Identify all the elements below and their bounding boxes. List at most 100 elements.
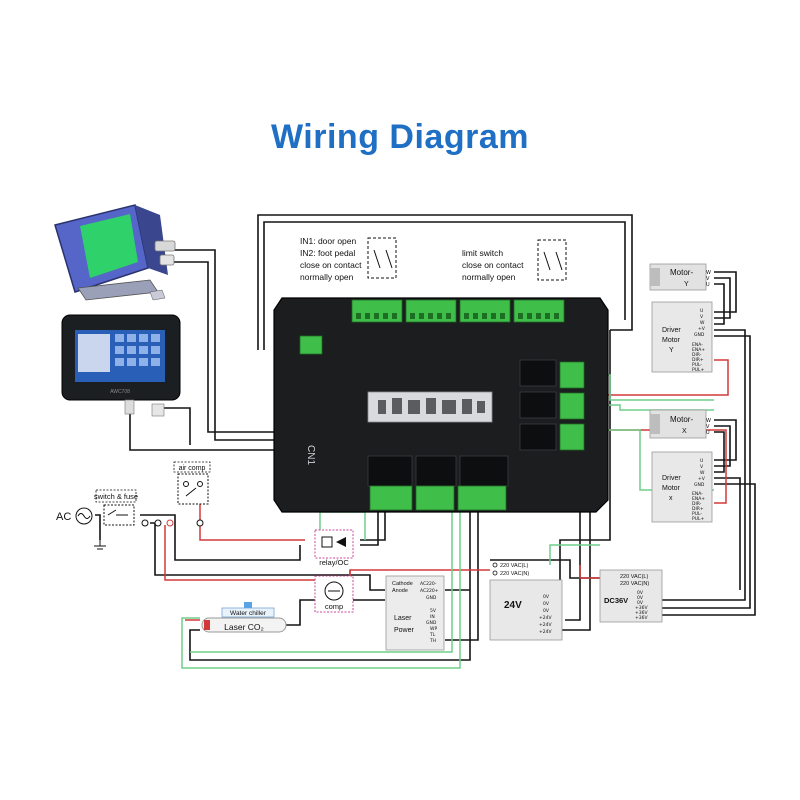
driver-y-top-pin: GND [694, 332, 705, 338]
relay-oc: relay/OC [314, 529, 354, 567]
air-comp: air comp [173, 461, 211, 527]
panel-cable-plug [124, 399, 135, 415]
relay-body [314, 529, 354, 559]
cn1-label: CN1 [305, 445, 316, 465]
driver-x-bottom-pin: DIR- [692, 501, 702, 507]
motor-y-pin-v: V [706, 276, 710, 282]
laser-tube-label: Laser CO₂ [224, 622, 264, 632]
motor-y-pin-u: U [706, 282, 710, 288]
driver-x-label1: Driver [662, 475, 681, 482]
comp-label: comp [325, 602, 343, 611]
bottom-terminals [369, 485, 507, 511]
psu24-output-pin: 0V [543, 608, 550, 614]
limit-note: limit switch close on contact normally o… [462, 248, 524, 282]
driver-y: Driver Motor Y U V W +V GND ENA- ENA+ DI… [651, 301, 713, 373]
driver-y-bottom-pin: DIR+ [692, 357, 704, 363]
driver-x-bottom-pin: ENA- [692, 491, 703, 497]
label-plate-marks [378, 398, 485, 414]
usb-cable [154, 240, 176, 252]
laser-power: Cathode Anode AC220- AC220+ GND Laser Po… [385, 575, 445, 651]
air-comp-switch [177, 473, 209, 505]
driver-x-label3: x [669, 495, 673, 502]
psu36-input-pin: 220 VAC(L) [620, 574, 648, 580]
psu36-output-pin: +36V [635, 615, 648, 621]
usb-plug [159, 254, 175, 266]
driver-y-bottom-pin: ENA- [692, 342, 703, 348]
motor-x-label: Motor- [670, 415, 693, 424]
panel-usb-plug [151, 403, 165, 417]
laser-power-cathode: Cathode [392, 581, 413, 587]
driver-y-label2: Motor [662, 337, 681, 344]
driver-x-label2: Motor [662, 485, 681, 492]
laser-power-ac-pin: GND [426, 595, 437, 601]
laser-power-pin: IN [430, 614, 435, 620]
pc-computer [54, 204, 176, 301]
motor-y-axis: Y [684, 281, 689, 288]
limit-note-line1: limit switch [462, 248, 503, 258]
control-panel: AWC708 [61, 314, 181, 417]
right-sockets [519, 359, 557, 451]
right-terminals [559, 361, 585, 451]
monitor-screen [80, 214, 138, 278]
driver-x-top-pin: U [700, 458, 703, 464]
motor-y: Motor- Y W V U [649, 263, 711, 291]
driver-y-top-pin: +V [698, 326, 706, 332]
switch-fuse-label: switch & fuse [94, 492, 138, 501]
driver-y-bottom-pin: DIR- [692, 352, 702, 358]
psu36-output-pin: 0V [637, 595, 644, 601]
psu24-output-pin: +24V [539, 615, 552, 621]
panel-model: AWC708 [110, 389, 130, 395]
driver-y-bottom-pin: PUL- [692, 362, 702, 368]
psu24-label: 24V [504, 600, 522, 611]
inputs-note: IN1: door open IN2: foot pedal close on … [300, 236, 362, 282]
limit-switch-icon [537, 239, 567, 281]
motor-x-axis: X [682, 428, 687, 435]
controller-board: CN1 [273, 297, 609, 513]
driver-x: Driver Motor x U V W +V GND ENA- ENA+ DI… [651, 451, 713, 523]
driver-x-bottom-pin: PUL- [692, 511, 702, 517]
switch-fuse: switch & fuse [94, 489, 174, 527]
driver-x-top-pin: V [700, 464, 704, 470]
driver-y-label3: Y [669, 347, 674, 354]
psu36-label: DC36V [604, 596, 628, 605]
relay-label: relay/OC [319, 558, 349, 567]
top-terminals [299, 299, 565, 355]
laser-power-label2: Power [394, 627, 415, 634]
bottom-sockets [367, 455, 509, 487]
input-switch-icon [367, 237, 397, 279]
inputs-note-line4: normally open [300, 272, 354, 282]
driver-x-top-pin: W [700, 470, 705, 476]
diagram-title: Wiring Diagram [271, 118, 529, 156]
driver-y-top-pin: V [700, 314, 704, 320]
motor-x-pin-w: W [706, 418, 711, 424]
motor-x-pin-u: U [706, 430, 710, 436]
driver-x-top-pin: +V [698, 476, 706, 482]
limit-note-line2: close on contact [462, 260, 524, 270]
psu36-output-pin: 0V [637, 600, 644, 606]
driver-y-top-pin: U [700, 308, 703, 314]
motor-x-pin-v: V [706, 424, 710, 430]
psu24-output-pin: +24V [539, 629, 552, 635]
psu36-output-pin: 0V [637, 590, 644, 596]
laser-power-label1: Laser [394, 615, 412, 622]
laser-power-anode: Anode [392, 588, 408, 594]
water-chiller: Water chiller [221, 602, 275, 618]
psu24-output-pin: +24V [539, 622, 552, 628]
driver-x-top-pin: GND [694, 482, 705, 488]
laser-power-ac-pin: AC220+ [420, 588, 439, 594]
panel-buttons [115, 334, 160, 366]
limit-note-line3: normally open [462, 272, 516, 282]
inputs-note-line3: close on contact [300, 260, 362, 270]
comp: comp [314, 575, 354, 613]
laser-tube: Laser CO₂ [201, 617, 287, 633]
laser-power-pin: WP [430, 626, 437, 632]
laser-power-pin: 5V [430, 608, 437, 614]
psu-24v: 220 VAC(L) 220 VAC(N) 24V 0V 0V 0V +24V … [489, 562, 563, 641]
inputs-note-line2: IN2: foot pedal [300, 248, 355, 258]
inputs-note-line1: IN1: door open [300, 236, 357, 246]
psu24-output-pin: 0V [543, 594, 550, 600]
water-chiller-label: Water chiller [230, 610, 267, 617]
laser-power-pin: TH [429, 638, 436, 644]
motor-y-pin-w: W [706, 270, 711, 276]
